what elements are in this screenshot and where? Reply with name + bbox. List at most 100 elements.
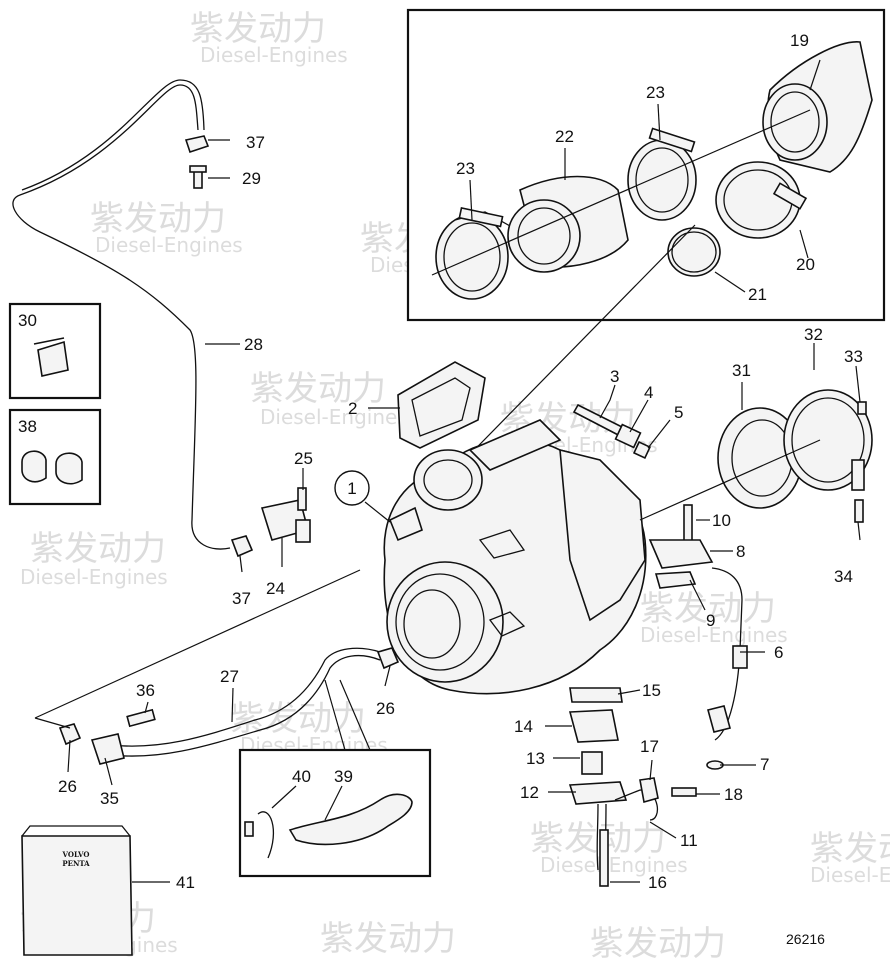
callout-39: 39 bbox=[334, 767, 353, 786]
intake-elbow bbox=[762, 41, 873, 173]
leader-lines bbox=[67, 59, 861, 883]
hose-clip-left bbox=[58, 723, 82, 746]
callout-31: 31 bbox=[732, 361, 751, 380]
callout-9: 9 bbox=[706, 611, 715, 630]
hose-screw bbox=[126, 708, 156, 728]
watermark-16: 紫发动力 bbox=[590, 924, 726, 964]
clip-30 bbox=[33, 337, 69, 377]
callout-4: 4 bbox=[644, 383, 653, 402]
callout-41: 41 bbox=[176, 873, 195, 892]
banjo-fitting bbox=[707, 705, 731, 733]
callout-6: 6 bbox=[774, 643, 783, 662]
callout-26a: 26 bbox=[376, 699, 395, 718]
svg-text:Diesel-Engines: Diesel-Engines bbox=[200, 43, 348, 67]
callout-13: 13 bbox=[526, 749, 545, 768]
hose-detail-guide bbox=[34, 569, 361, 729]
hose-clip-right bbox=[376, 647, 400, 670]
exhaust-v-clamp bbox=[783, 389, 873, 491]
svg-text:紫发动力: 紫发动力 bbox=[590, 924, 726, 964]
envelope-brand-line2: PENTA bbox=[62, 859, 90, 868]
turbocharger bbox=[383, 419, 647, 695]
vacuum-hose bbox=[109, 654, 381, 757]
callout-23b: 23 bbox=[646, 83, 665, 102]
oil-pipe-long-inner bbox=[21, 79, 205, 191]
drain-bolt bbox=[599, 829, 609, 887]
svg-text:紫发动力: 紫发动力 bbox=[90, 199, 226, 239]
callout-12: 12 bbox=[520, 783, 539, 802]
callout-20: 20 bbox=[796, 255, 815, 274]
callout-7: 7 bbox=[760, 755, 769, 774]
callout-16: 16 bbox=[648, 873, 667, 892]
svg-text:紫发动力: 紫发动力 bbox=[810, 829, 890, 869]
svg-text:Diesel-Engines: Diesel-Engines bbox=[20, 565, 168, 589]
svg-text:紫发动力: 紫发动力 bbox=[320, 919, 456, 959]
rubber-hose bbox=[507, 175, 629, 273]
callout-2: 2 bbox=[348, 399, 357, 418]
inset-to-turbo-line bbox=[439, 224, 696, 486]
svg-text:Diesel-Engines: Diesel-Engines bbox=[95, 233, 243, 257]
watermark-4: 紫发动力 Diesel-Engines bbox=[90, 199, 243, 257]
callout-33: 33 bbox=[844, 347, 863, 366]
flange-bolt bbox=[683, 504, 693, 542]
hose-fitting-end bbox=[90, 733, 125, 765]
figure-reference-number: 26216 bbox=[786, 931, 825, 947]
svg-text:Diesel-Engines: Diesel-Engines bbox=[540, 853, 688, 877]
hose-detail-clip bbox=[257, 811, 275, 859]
callout-24: 24 bbox=[266, 579, 285, 598]
callout-circle-1 bbox=[334, 470, 370, 506]
callout-26b: 26 bbox=[58, 777, 77, 796]
callout-labels: 1 2 3 4 5 6 7 8 9 10 11 12 13 14 15 16 1… bbox=[18, 31, 863, 892]
hose-clamp-right bbox=[627, 127, 697, 221]
pipe-clip-top bbox=[184, 135, 210, 189]
hose-detail-clip-tab bbox=[244, 821, 254, 837]
callout-5: 5 bbox=[674, 403, 683, 422]
svg-text:紫发动力: 紫发动力 bbox=[30, 529, 166, 569]
watermark-13: 紫发动力 Diesel-Engines bbox=[810, 829, 890, 887]
clip-38 bbox=[21, 450, 83, 485]
callout-27: 27 bbox=[220, 667, 239, 686]
pipe-sleeve bbox=[732, 645, 748, 669]
svg-text:紫发动力: 紫发动力 bbox=[250, 369, 386, 409]
pipe-clamp bbox=[639, 777, 659, 804]
hose-detail-hose bbox=[288, 793, 413, 846]
document-envelope-flap bbox=[21, 825, 131, 837]
callout-25: 25 bbox=[294, 449, 313, 468]
o-ring-inner bbox=[671, 231, 717, 273]
hose-detail-pointer bbox=[324, 679, 371, 751]
v-band-clamp bbox=[715, 161, 808, 239]
callout-10: 10 bbox=[712, 511, 731, 530]
svg-text:Diesel-Engines: Diesel-Engines bbox=[810, 863, 890, 887]
callout-18: 18 bbox=[724, 785, 743, 804]
drain-sleeve bbox=[581, 751, 603, 775]
document-envelope bbox=[21, 835, 133, 956]
watermark-1: 紫发动力 Diesel-Engines bbox=[190, 9, 348, 67]
o-ring bbox=[667, 227, 721, 277]
clamp-bolt-top bbox=[857, 401, 867, 415]
solenoid-valve bbox=[230, 487, 311, 558]
gasket-exhaust-hole bbox=[411, 377, 471, 437]
callout-36: 36 bbox=[136, 681, 155, 700]
watermark-7: 紫发动力 Diesel-Engines bbox=[250, 369, 408, 429]
callout-38: 38 bbox=[18, 417, 37, 436]
callout-32: 32 bbox=[804, 325, 823, 344]
svg-text:紫发动力: 紫发动力 bbox=[640, 589, 776, 629]
callout-30: 30 bbox=[18, 311, 37, 330]
vacuum-hose-inner bbox=[109, 647, 381, 747]
callout-3: 3 bbox=[610, 367, 619, 386]
callout-37b: 37 bbox=[246, 133, 265, 152]
watermark-10: 紫发动力 Diesel-Engines bbox=[640, 589, 788, 647]
watermark-9: 紫发动力 Diesel-Engines bbox=[20, 529, 168, 589]
callout-1: 1 bbox=[347, 479, 356, 498]
watermark-11: 紫发动力 Diesel-Engines bbox=[230, 699, 388, 757]
callout-21: 21 bbox=[748, 285, 767, 304]
drain-flange bbox=[568, 781, 628, 805]
callout-17: 17 bbox=[640, 737, 659, 756]
svg-text:Diesel-Engines: Diesel-Engines bbox=[260, 405, 408, 429]
callout-40: 40 bbox=[292, 767, 311, 786]
callout-14: 14 bbox=[514, 717, 533, 736]
inset-axis-line bbox=[431, 109, 811, 276]
callout-34: 34 bbox=[834, 567, 853, 586]
svg-text:紫发动力: 紫发动力 bbox=[190, 9, 326, 49]
watermark-12: 紫发动力 Diesel-Engines bbox=[530, 819, 688, 877]
